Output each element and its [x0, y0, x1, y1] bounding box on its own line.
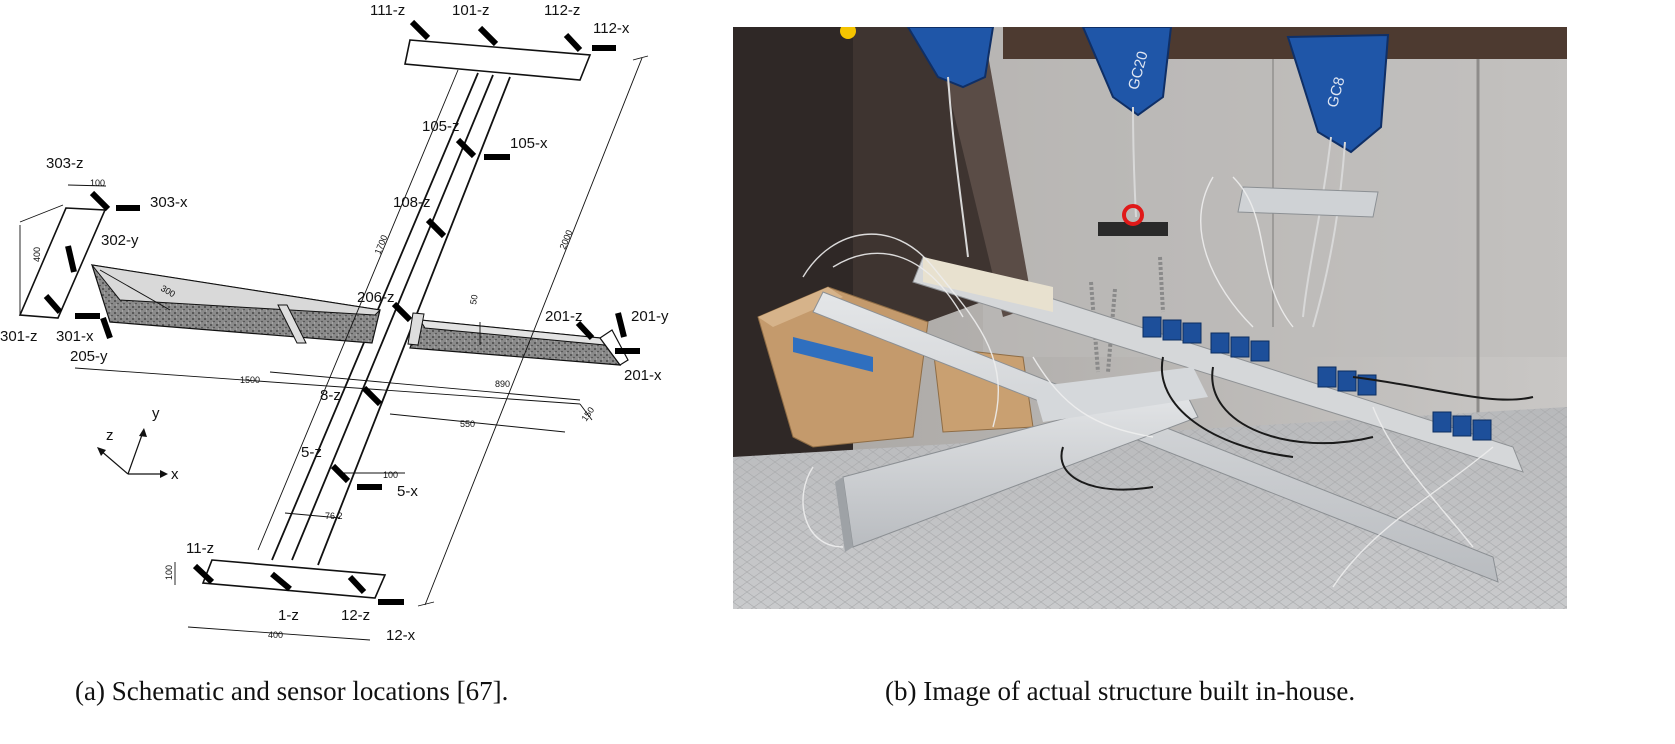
sensor-connector-blocks: [1142, 316, 1492, 441]
dim-50: 50: [468, 294, 480, 306]
dim-150: 150: [579, 405, 596, 423]
dim-1700: 1700: [373, 233, 390, 255]
sensor-label-205-y: 205-y: [70, 348, 108, 365]
dimension-lines: [19, 55, 649, 641]
coordinate-axes: [97, 428, 168, 478]
sensor-label-201-y: 201-y: [631, 308, 669, 325]
dim-550: 550: [460, 419, 475, 429]
sensor-label-101-z: 101-z: [452, 2, 490, 19]
sensor-label-12-z: 12-z: [341, 607, 370, 624]
sensor-label-5-z: 5-z: [301, 444, 322, 461]
sensor-label-108-z: 108-z: [393, 194, 431, 211]
sensor-label-105-z: 105-z: [422, 118, 460, 135]
axis-label-y: y: [152, 405, 160, 422]
axis-label-x: x: [171, 466, 179, 483]
sensor-label-11-z: 11-z: [186, 540, 214, 557]
sensor-label-302-y: 302-y: [101, 232, 139, 249]
hoist-clamps: GC20 GC8: [840, 27, 1390, 154]
left-wing-top: [90, 264, 382, 316]
sensor-label-112-x: 112-x: [593, 20, 630, 37]
sensor-label-105-x: 105-x: [510, 135, 548, 152]
dim-400-left: 400: [32, 247, 42, 262]
sensor-label-12-x: 12-x: [386, 627, 416, 644]
sensor-markers: [43, 19, 640, 605]
left-end-plate: [18, 207, 107, 319]
sensor-label-5-x: 5-x: [397, 483, 418, 500]
bottom-plate: [201, 559, 387, 599]
dim-400-bottom: 400: [268, 630, 283, 640]
sensor-wires: [802, 176, 1494, 588]
sensor-label-301-z: 301-z: [0, 328, 38, 345]
dim-100-mid: 100: [383, 470, 398, 480]
sensor-label-301-x: 301-x: [56, 328, 94, 345]
caption-schematic: (a) Schematic and sensor locations [67].: [75, 676, 509, 706]
stiffener-left: [277, 304, 307, 344]
structure-photo: GC20 GC8: [733, 27, 1567, 609]
upper-cylinder-beam: [912, 256, 1524, 473]
caption-photo: (b) Image of actual structure built in-h…: [885, 676, 1356, 706]
stiffener-center: [407, 312, 425, 346]
dim-1500: 1500: [240, 375, 260, 385]
black-cables: [1060, 356, 1534, 491]
sensor-label-111-z: 111-z: [370, 2, 405, 19]
schematic-diagram: 2000 1700 400 100 300 50 1500 890 550 15…: [0, 2, 669, 644]
dim-890: 890: [495, 379, 510, 389]
sensor-label-201-z: 201-z: [545, 308, 583, 325]
dim-76-2: 76.2: [325, 511, 343, 521]
aluminum-beams: [812, 186, 1499, 583]
sensor-label-206-z: 206-z: [357, 289, 395, 306]
sensor-label-1-z: 1-z: [278, 607, 299, 624]
sensor-labels: 111-z 101-z 112-z 112-x 105-z 105-x 303-…: [0, 2, 669, 644]
sensor-label-201-x: 201-x: [624, 367, 662, 384]
sensor-label-303-z: 303-z: [46, 155, 84, 172]
sensor-label-303-x: 303-x: [150, 194, 188, 211]
suspension-cables: [947, 76, 1346, 328]
top-plate: [404, 39, 592, 81]
sensor-label-112-z: 112-z: [544, 2, 580, 19]
dim-100-top: 100: [90, 178, 105, 188]
right-end-block: [599, 329, 629, 366]
dim-2000: 2000: [558, 228, 575, 250]
sensor-label-8-z: 8-z: [320, 387, 341, 404]
axis-label-z: z: [106, 427, 114, 444]
dim-100-bottom: 100: [164, 565, 174, 580]
